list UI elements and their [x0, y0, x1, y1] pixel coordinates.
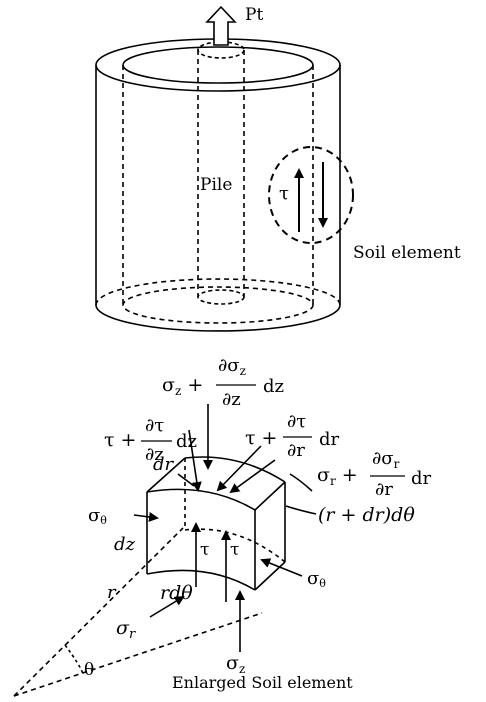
- pile-bottom: [122, 286, 314, 324]
- radial-line-1: [13, 527, 184, 697]
- sigma-r-plus-dr: dr: [411, 468, 432, 489]
- radial-line-2: [13, 612, 263, 697]
- sigma-z-plus-label: σz + ∂σz ∂z dz: [162, 355, 284, 410]
- pt-label: Pt: [245, 5, 263, 25]
- sigma-z-plus-dz: dz: [263, 376, 284, 397]
- block-top-left-edge: [146, 457, 186, 493]
- pile-cylinder-figure: [95, 5, 354, 332]
- load-arrow-icon: [205, 5, 237, 46]
- sigma-z-plus-den: ∂z: [222, 389, 241, 410]
- sigma-z-plus-num: ∂σz: [218, 355, 246, 378]
- rdtheta-label: rdθ: [160, 582, 193, 604]
- stress-arrows: [133, 404, 317, 652]
- tau-plus-z-den: ∂z: [145, 444, 164, 465]
- tau-plus-z-base: τ +: [104, 429, 136, 451]
- tau-plus-z-num: ∂τ: [145, 415, 164, 436]
- sigma-r-bottom-arrow-icon: [149, 595, 185, 618]
- sigma-r-plus-label: σr + ∂σr ∂r dr: [317, 448, 432, 500]
- tau-r-arrow-icon: [216, 445, 262, 492]
- tau-plus-r-label: τ + ∂τ ∂r dr: [245, 411, 340, 461]
- theta-arc: [64, 644, 84, 675]
- outer-cylinder-bottom-hidden: [95, 278, 341, 306]
- sigma-theta-right-arrow-icon: [260, 558, 303, 577]
- block-top-back-arc: [184, 456, 286, 483]
- soil-element-ellipse: [268, 146, 354, 244]
- sigma-theta-left-label: σθ: [88, 505, 107, 527]
- dz-label: dz: [114, 534, 136, 555]
- central-tube-bottom: [197, 289, 245, 305]
- tau-label: τ: [279, 183, 289, 204]
- tau-right-label: τ: [230, 540, 239, 560]
- dr-leader-line: [177, 473, 195, 487]
- sigma-r-plus-num: ∂σr: [372, 448, 400, 471]
- r-dr-dtheta-leader-line: [285, 505, 317, 515]
- r-label: r: [107, 582, 117, 603]
- enlarged-soil-element-label: Enlarged Soil element: [172, 673, 353, 692]
- tau-left-label: τ: [200, 540, 209, 560]
- tau-plus-r-num: ∂τ: [287, 411, 306, 432]
- tau-plus-z-dz: dz: [176, 431, 197, 452]
- sigma-r-top-arrow-icon: [229, 459, 276, 494]
- sigma-z-plus-base: σz +: [162, 374, 203, 398]
- block-bottom-front-arc: [146, 569, 256, 591]
- tau-plus-r-den: ∂r: [287, 440, 305, 461]
- r-plus-dr-dtheta-label: (r + dr)dθ: [318, 504, 415, 526]
- enlarged-element-figure: [13, 456, 286, 697]
- sigma-r-label: σr: [116, 617, 136, 642]
- tau-plus-z-label: τ + ∂τ ∂z dz: [104, 415, 197, 465]
- pile-label: Pile: [200, 175, 232, 195]
- soil-element-label: Soil element: [353, 243, 461, 263]
- dr-label: dr: [153, 454, 175, 475]
- tau-top-arrow-icon: [188, 429, 202, 492]
- theta-label: θ: [84, 660, 94, 680]
- sigma-r-plus-leader-line: [289, 473, 313, 492]
- sigma-theta-right-label: σθ: [307, 568, 326, 590]
- tau-plus-r-dr: dr: [319, 429, 340, 450]
- sigma-theta-left-arrow-icon: [133, 512, 159, 522]
- sigma-r-plus-base: σr +: [317, 464, 358, 488]
- outer-cylinder-bottom: [95, 304, 341, 332]
- block-top-front-arc: [146, 488, 256, 511]
- block-bottom-right-edge: [254, 561, 286, 591]
- tau-plus-r-base: τ +: [245, 427, 277, 449]
- sigma-r-plus-den: ∂r: [375, 479, 393, 500]
- block-top-right-edge: [254, 481, 286, 511]
- pile-top: [122, 46, 314, 84]
